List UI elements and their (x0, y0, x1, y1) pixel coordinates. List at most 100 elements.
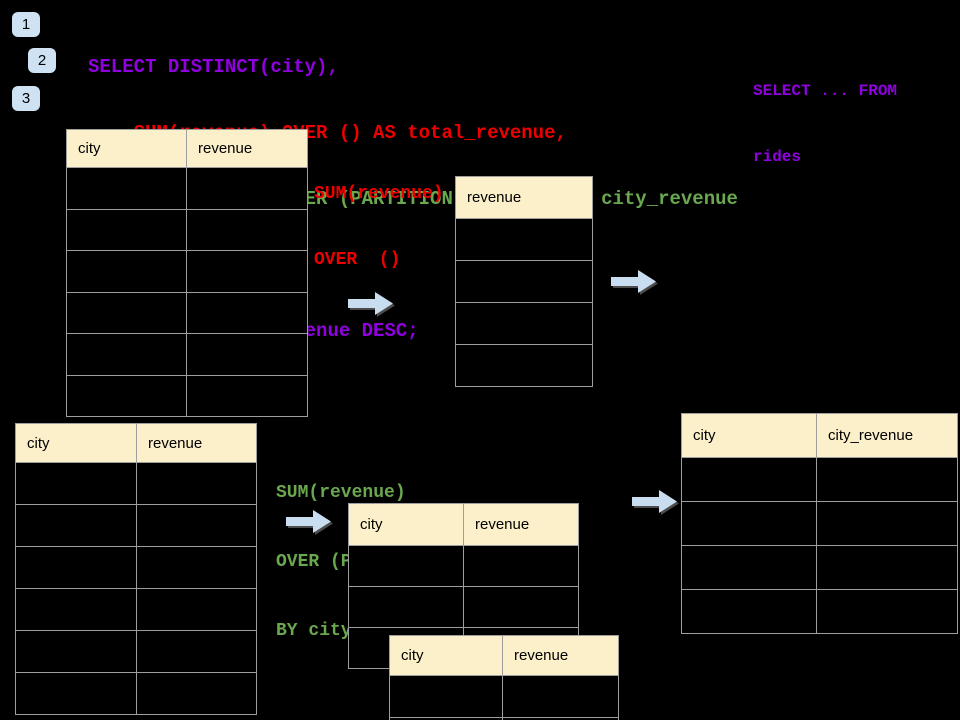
table-row (67, 374, 307, 417)
table-cell (137, 547, 256, 588)
table-row (16, 672, 256, 714)
column-header: city (16, 424, 137, 462)
table-row (16, 504, 256, 546)
column-header: revenue (467, 189, 522, 206)
table-cell (67, 334, 187, 375)
table-cell (67, 251, 187, 292)
table-cell (187, 251, 307, 292)
table-row (682, 545, 957, 589)
column-header: city (682, 414, 817, 457)
table-cell (464, 546, 578, 586)
right-arrow-icon (611, 270, 656, 293)
table-cell (137, 589, 256, 630)
table-cell (503, 676, 618, 717)
table-cell (16, 631, 137, 672)
table-cell (16, 463, 137, 504)
table-cell (137, 505, 256, 546)
table-header-row: city revenue (67, 130, 307, 167)
table-row (349, 586, 578, 627)
table-row (16, 630, 256, 672)
total-window-label: SUM(revenue) OVER () (314, 139, 444, 315)
select-from-note: SELECT ... FROM rides (753, 36, 897, 212)
table-cell (16, 547, 137, 588)
source-table-top: city revenue (66, 129, 308, 417)
step-badge-1: 1 (12, 12, 40, 37)
table-row (390, 675, 618, 717)
column-header: city_revenue (828, 427, 914, 444)
table-row (16, 546, 256, 588)
table-row (456, 218, 592, 260)
column-header: city (67, 130, 187, 167)
table-row (682, 457, 957, 501)
select-from-note-line2: rides (753, 148, 802, 166)
arrow-source-to-total (348, 291, 393, 316)
table-cell (817, 546, 957, 589)
sql-line-select: SELECT DISTINCT(city), (88, 56, 339, 78)
table-cell (187, 210, 307, 251)
table-cell (390, 676, 503, 717)
table-row (456, 260, 592, 302)
arrow-total-out (611, 269, 656, 294)
table-cell (16, 673, 137, 714)
table-cell (456, 345, 592, 386)
table-cell (682, 458, 817, 501)
table-row (67, 291, 307, 334)
table-cell (137, 673, 256, 714)
table-cell (456, 303, 592, 344)
table-cell (67, 375, 187, 416)
total-window-label-line1: SUM(revenue) (314, 184, 444, 204)
table-cell (817, 458, 957, 501)
column-header: revenue (198, 140, 253, 157)
table-row (349, 545, 578, 586)
table-header-row: city city_revenue (682, 414, 957, 457)
table-cell (67, 168, 187, 209)
table-cell (817, 502, 957, 545)
select-from-note-line1: SELECT ... FROM (753, 82, 898, 100)
step-badge-2: 2 (28, 48, 56, 73)
table-cell (187, 293, 307, 334)
table-row (682, 501, 957, 545)
table-cell (817, 590, 957, 633)
table-row (67, 333, 307, 375)
right-arrow-icon (286, 510, 331, 533)
table-cell (67, 209, 187, 250)
table-row (390, 717, 618, 720)
table-cell (67, 292, 187, 333)
table-cell (137, 631, 256, 672)
table-row (456, 302, 592, 344)
table-cell (682, 502, 817, 545)
partition-window-label-line1: SUM(revenue) (276, 483, 406, 503)
table-cell (187, 376, 307, 417)
table-row (16, 588, 256, 630)
table-cell (456, 219, 592, 260)
right-arrow-icon (348, 292, 393, 315)
table-header-row: revenue (456, 177, 592, 218)
table-row (67, 208, 307, 251)
table-cell (137, 463, 256, 504)
city-revenue-result-table: city city_revenue (681, 413, 958, 634)
step-badge-3: 3 (12, 86, 40, 111)
table-row (16, 462, 256, 504)
table-cell (187, 334, 307, 375)
column-header: city (349, 504, 464, 545)
total-revenue-table: revenue (455, 176, 593, 387)
table-row (456, 344, 592, 386)
arrow-source-to-partition (286, 509, 331, 534)
table-header-row: city revenue (349, 504, 578, 545)
table-row (682, 589, 957, 633)
right-arrow-icon (632, 490, 677, 513)
table-cell (682, 546, 817, 589)
arrow-partition-to-result (632, 489, 677, 514)
table-cell (456, 261, 592, 302)
column-header: revenue (475, 516, 530, 533)
table-cell (187, 168, 307, 209)
table-cell (682, 590, 817, 633)
table-cell (390, 718, 503, 720)
table-cell (16, 505, 137, 546)
table-row (67, 167, 307, 209)
column-header: revenue (514, 647, 569, 664)
total-window-label-line2: OVER () (314, 250, 401, 270)
